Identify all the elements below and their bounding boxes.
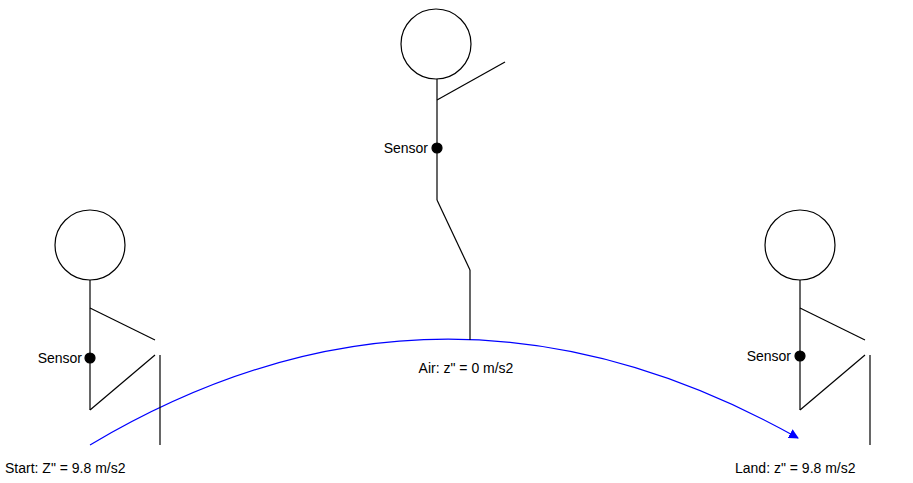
trajectory-arc (90, 339, 798, 445)
phase-label: Land: z" = 9.8 m/s2 (735, 460, 856, 476)
start-figure (55, 210, 160, 445)
air-figure (401, 9, 505, 340)
phase-label: Start: Z" = 9.8 m/s2 (5, 460, 126, 476)
phase-label: Air: z" = 0 m/s2 (419, 360, 514, 376)
sensor-label: Sensor (384, 140, 428, 156)
sensor-label: Sensor (747, 348, 791, 364)
sensor-label: Sensor (38, 350, 82, 366)
land-figure (765, 210, 870, 445)
